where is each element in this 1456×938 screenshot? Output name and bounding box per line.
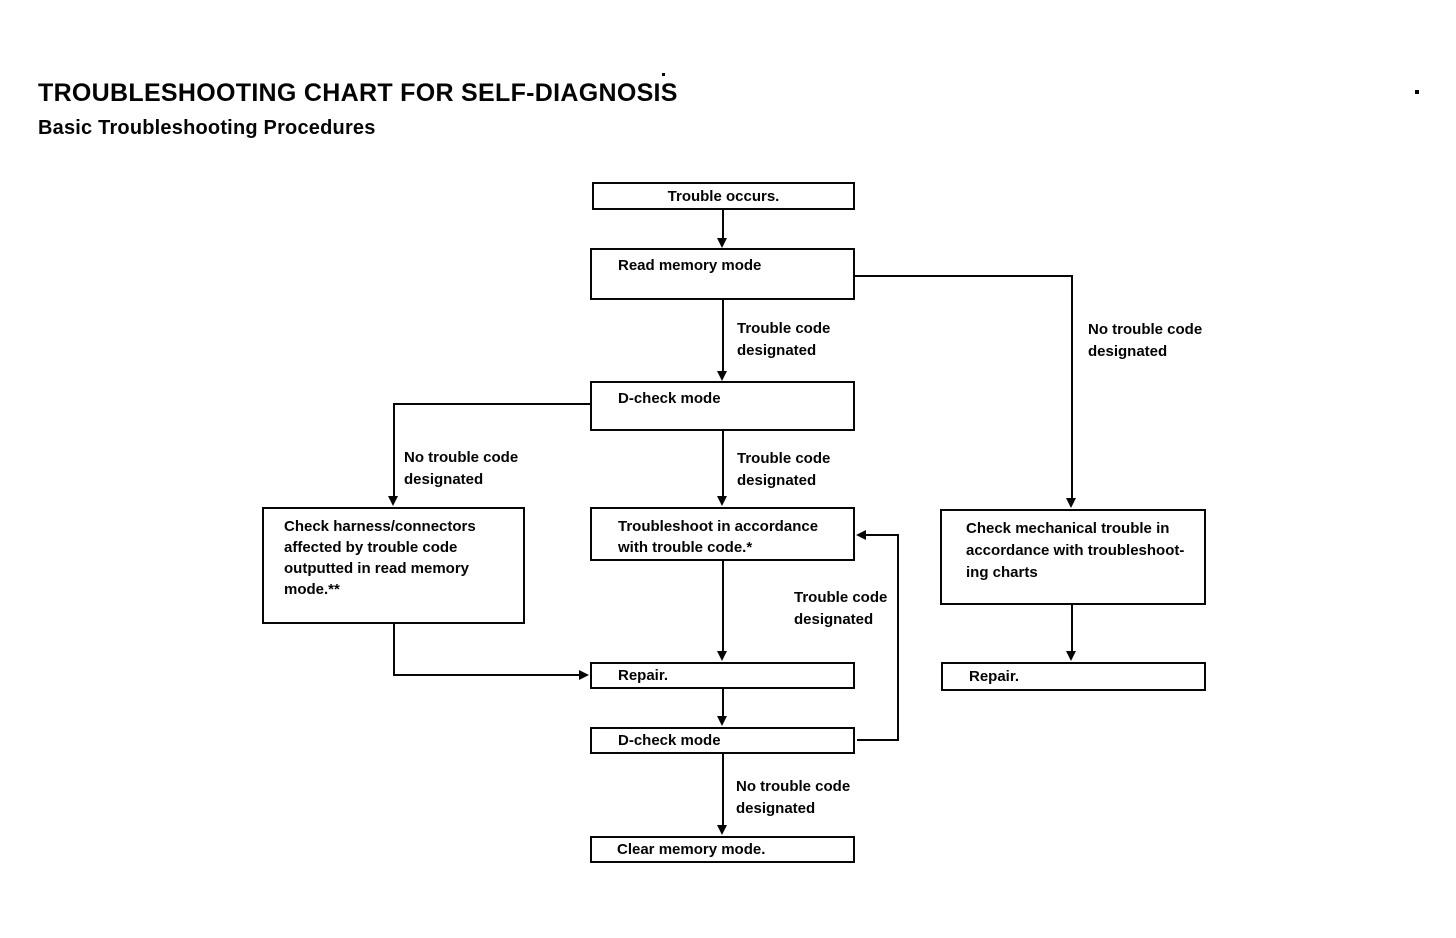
connector-mechanical-to-repair (1071, 605, 1073, 652)
connector-dcheck2-feedback (897, 534, 899, 741)
arrowhead-dcheck1-to-troubleshoot (717, 496, 727, 506)
node-repair-center: Repair. (590, 662, 855, 689)
node-d-check-mode-2: D-check mode (590, 727, 855, 754)
connector-troubleshoot-to-repair (722, 561, 724, 652)
edge-label-trouble-code-designated-2: Trouble code designated (737, 450, 831, 489)
arrowhead-repair-to-dcheck2 (717, 716, 727, 726)
arrowhead-trouble-to-read (717, 238, 727, 248)
connector-harness-to-repair (393, 674, 580, 676)
arrowhead-dcheck1-to-harness (388, 496, 398, 506)
edge-label-no-trouble-code-right: No trouble code designated (1088, 321, 1203, 360)
connector-read-to-mechanical (855, 275, 1073, 277)
connector-repair-to-dcheck2 (722, 689, 724, 717)
edge-label-no-trouble-code-left: No trouble code designated (404, 449, 519, 488)
scan-speck (662, 73, 665, 76)
connector-dcheck1-to-troubleshoot (722, 431, 724, 497)
node-trouble-occurs: Trouble occurs. (592, 182, 855, 210)
node-read-memory-mode: Read memory mode (590, 248, 855, 300)
node-check-harness-connectors: Check harness/connectors affected by tro… (262, 507, 525, 624)
arrowhead-read-to-mechanical (1066, 498, 1076, 508)
connector-harness-to-repair (393, 624, 395, 676)
scan-speck (1415, 90, 1419, 94)
arrowhead-troubleshoot-to-repair (717, 651, 727, 661)
connector-dcheck1-to-harness (393, 403, 395, 497)
arrowhead-mechanical-to-repair (1066, 651, 1076, 661)
arrowhead-dcheck2-to-clear (717, 825, 727, 835)
node-check-mechanical-trouble: Check mechanical trouble in accordance w… (940, 509, 1206, 605)
connector-dcheck2-feedback (857, 739, 899, 741)
node-troubleshoot-with-trouble-code: Troubleshoot in accordance with trouble … (590, 507, 855, 561)
connector-read-to-mechanical (1071, 275, 1073, 499)
page-title: TROUBLESHOOTING CHART FOR SELF-DIAGNOSIS (38, 79, 678, 107)
arrowhead-harness-to-repair (579, 670, 589, 680)
page-subtitle: Basic Troubleshooting Procedures (38, 117, 376, 139)
node-d-check-mode-1: D-check mode (590, 381, 855, 431)
connector-trouble-to-read (722, 210, 724, 240)
connector-dcheck2-feedback (866, 534, 899, 536)
edge-label-no-trouble-code-bottom: No trouble code designated (736, 778, 851, 817)
node-clear-memory-mode: Clear memory mode. (590, 836, 855, 863)
edge-label-trouble-code-designated-1: Trouble code designated (737, 320, 831, 359)
connector-dcheck2-to-clear (722, 754, 724, 826)
arrowhead-dcheck2-feedback (856, 530, 866, 540)
arrowhead-read-to-dcheck1 (717, 371, 727, 381)
node-repair-right: Repair. (941, 662, 1206, 691)
connector-read-to-dcheck1 (722, 300, 724, 372)
edge-label-trouble-code-designated-feedback: Trouble code designated (794, 589, 888, 628)
connector-dcheck1-to-harness (393, 403, 590, 405)
